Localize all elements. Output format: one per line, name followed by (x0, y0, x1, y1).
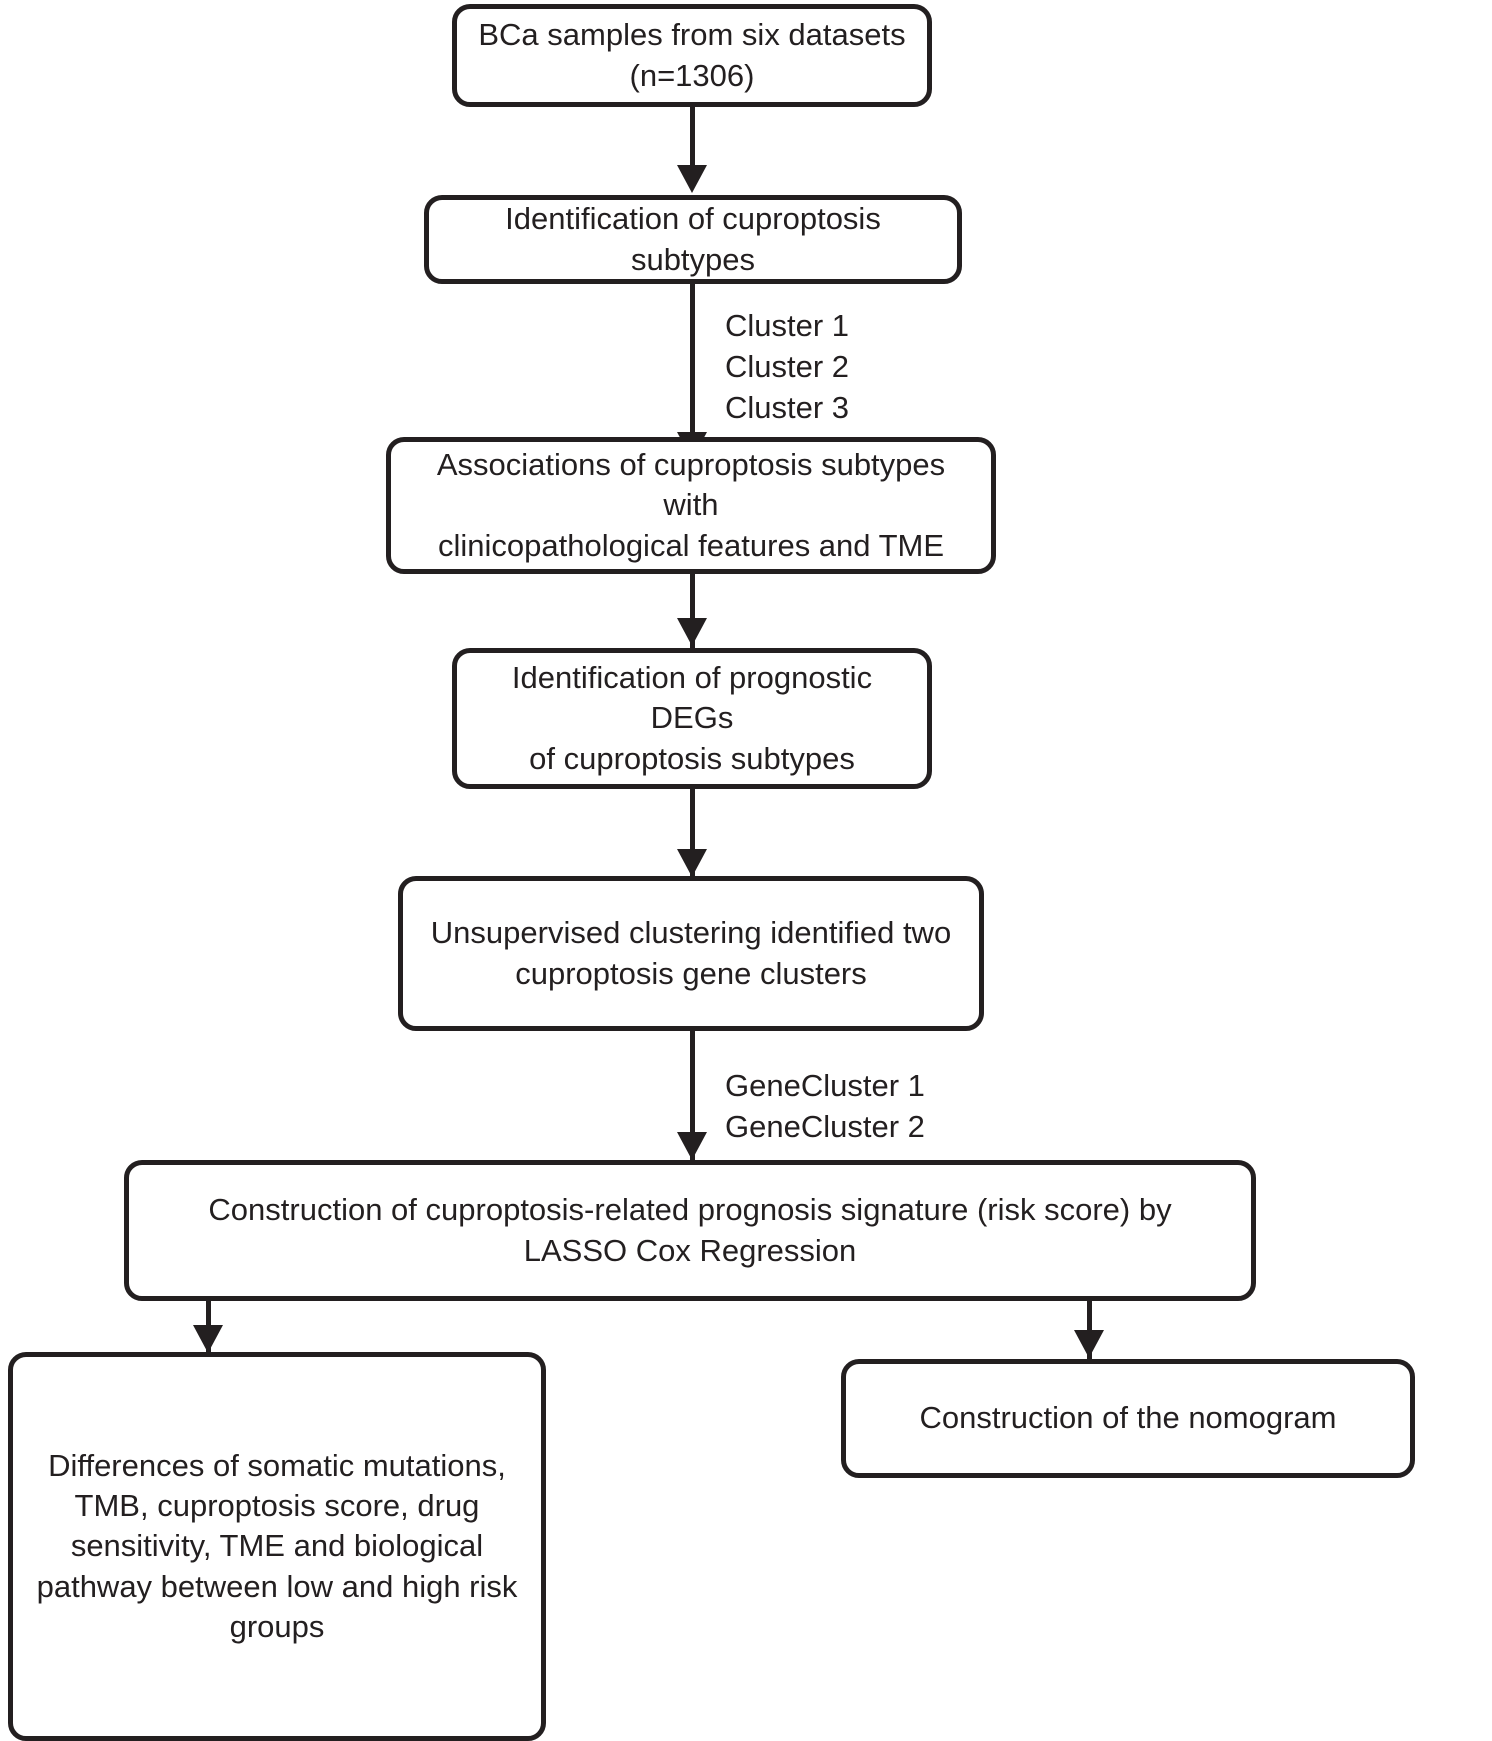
node-bca-samples-line2: (n=1306) (629, 57, 755, 93)
edge-label-clusters: Cluster 1 Cluster 2 Cluster 3 (725, 305, 849, 429)
node-lasso-cox-regression-line1: Construction of cuproptosis-related prog… (208, 1192, 1172, 1228)
node-differences-risk-groups-text: Differences of somatic mutations, TMB, c… (27, 1446, 527, 1647)
node-lasso-cox-regression-text: Construction of cuproptosis-related prog… (143, 1190, 1237, 1271)
node-differences-risk-groups-line1: Differences of somatic mutations, (48, 1447, 506, 1483)
node-bca-samples-line1: BCa samples from six datasets (478, 17, 906, 53)
edge-label-cluster-2: Cluster 2 (725, 349, 850, 385)
node-associations-subtypes-line2: clinicopathological features and TME (437, 527, 945, 563)
node-nomogram: Construction of the nomogram (841, 1359, 1415, 1478)
node-associations-subtypes: Associations of cuproptosis subtypes wit… (386, 437, 996, 574)
node-associations-subtypes-text: Associations of cuproptosis subtypes wit… (405, 445, 977, 566)
node-bca-samples: BCa samples from six datasets (n=1306) (452, 4, 932, 107)
node-prognostic-degs-line2: of cuproptosis subtypes (529, 740, 855, 776)
node-associations-subtypes-line1: Associations of cuproptosis subtypes wit… (436, 447, 946, 523)
node-bca-samples-text: BCa samples from six datasets (n=1306) (471, 15, 913, 96)
arrowhead-lasso-to-differences (193, 1325, 223, 1353)
node-prognostic-degs-text: Identification of prognostic DEGs of cup… (471, 658, 913, 779)
connector-associations-to-degs (690, 574, 695, 648)
edge-label-cluster-3: Cluster 3 (725, 390, 850, 426)
node-unsupervised-clustering-text: Unsupervised clustering identified two c… (417, 913, 965, 994)
edge-label-genecluster-1: GeneCluster 1 (725, 1068, 925, 1103)
edge-label-genecluster-2: GeneCluster 2 (725, 1109, 925, 1145)
node-lasso-cox-regression: Construction of cuproptosis-related prog… (124, 1160, 1256, 1301)
node-prognostic-degs-line1: Identification of prognostic DEGs (511, 660, 873, 736)
connector-subtypes-to-associations (690, 284, 695, 446)
node-lasso-cox-regression-line2: LASSO Cox Regression (523, 1232, 857, 1268)
arrowhead-degs-to-unsupervised (677, 849, 707, 877)
node-differences-risk-groups-line3: sensitivity, TME and biological (70, 1528, 484, 1564)
arrowhead-lasso-to-nomogram (1074, 1330, 1104, 1358)
node-identification-of-subtypes: Identification of cuproptosis subtypes (424, 195, 962, 284)
node-unsupervised-clustering-line1: Unsupervised clustering identified two (430, 915, 952, 951)
node-prognostic-degs: Identification of prognostic DEGs of cup… (452, 648, 932, 789)
node-identification-of-subtypes-line1: Identification of cuproptosis subtypes (505, 201, 881, 277)
node-nomogram-line1: Construction of the nomogram (919, 1400, 1337, 1436)
connector-unsupervised-to-lasso (690, 1031, 695, 1163)
node-differences-risk-groups: Differences of somatic mutations, TMB, c… (8, 1352, 546, 1741)
arrowhead-associations-to-degs (677, 618, 707, 646)
node-differences-risk-groups-line5: groups (229, 1608, 325, 1644)
arrowhead-samples-to-subtypes (677, 165, 707, 193)
node-unsupervised-clustering-line2: cuproptosis gene clusters (515, 955, 867, 991)
edge-label-cluster-1: Cluster 1 (725, 308, 850, 343)
connector-samples-to-subtypes (690, 107, 695, 169)
node-differences-risk-groups-line2: TMB, cuproptosis score, drug (74, 1488, 480, 1524)
arrowhead-unsupervised-to-lasso (677, 1132, 707, 1160)
edge-label-gene-clusters: GeneCluster 1 GeneCluster 2 (725, 1065, 925, 1147)
connector-degs-to-unsupervised (690, 789, 695, 885)
node-differences-risk-groups-line4: pathway between low and high risk (36, 1568, 518, 1604)
node-unsupervised-clustering: Unsupervised clustering identified two c… (398, 876, 984, 1031)
